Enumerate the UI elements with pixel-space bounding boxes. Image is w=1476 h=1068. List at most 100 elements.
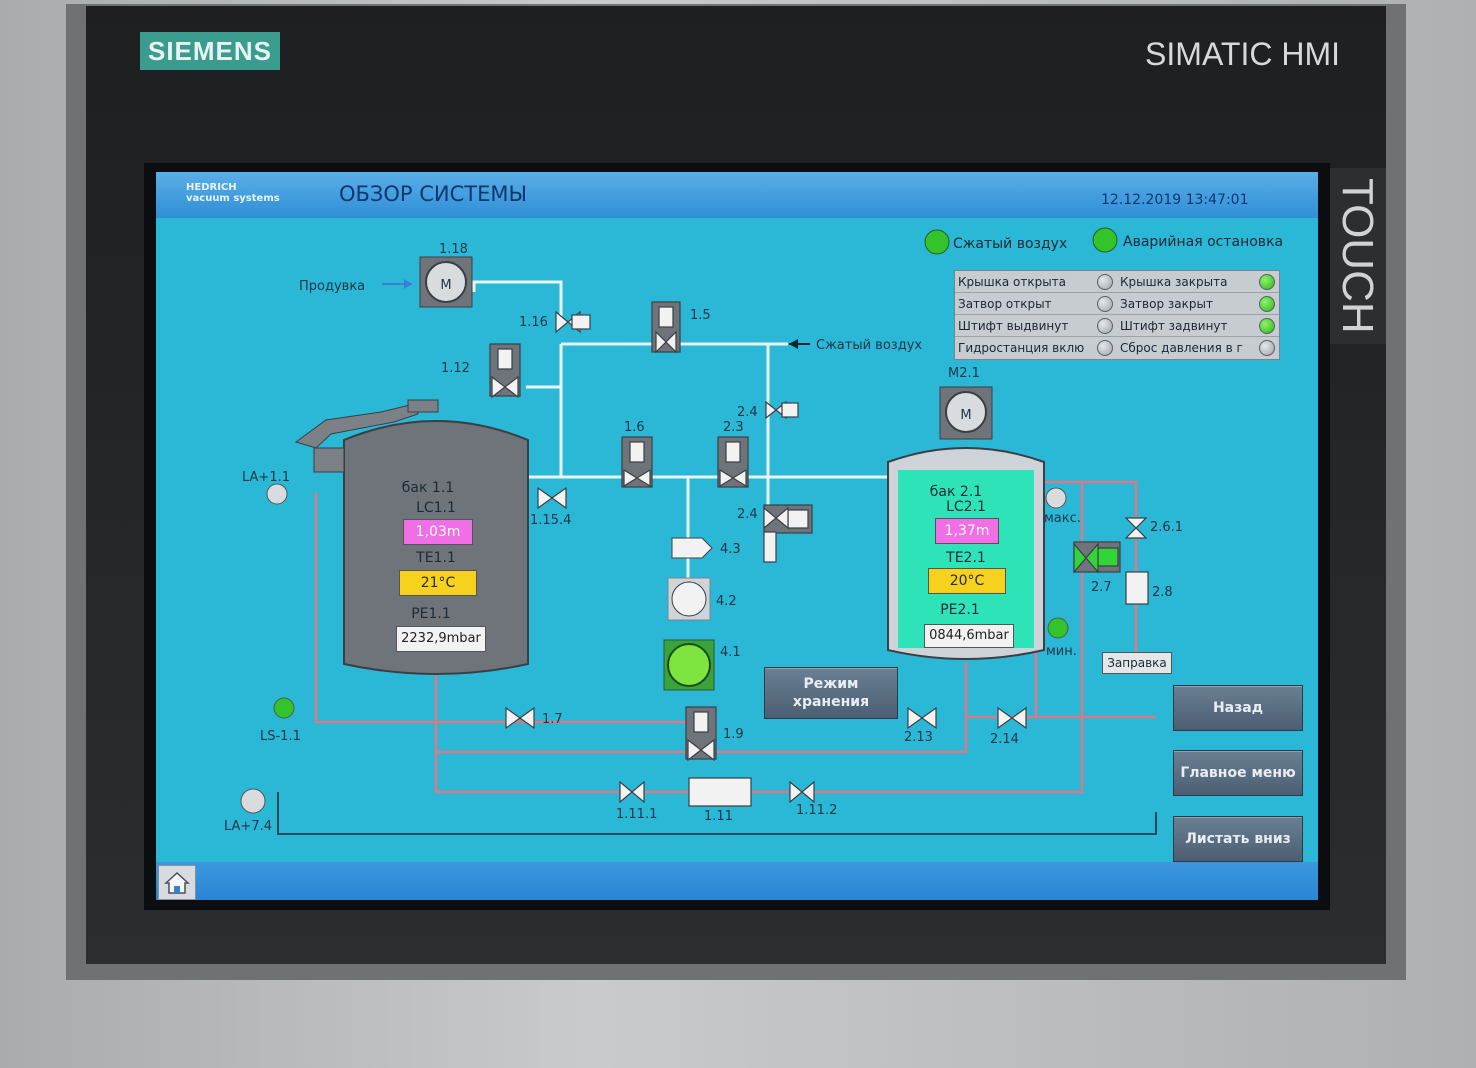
label-2-7: 2.7	[1091, 580, 1112, 595]
status-label: Крышка открыта	[958, 275, 1067, 289]
sensor-min[interactable]	[1047, 617, 1069, 639]
label-2-14: 2.14	[990, 732, 1019, 747]
back-button[interactable]: Назад	[1173, 685, 1303, 731]
valve-1-6[interactable]	[621, 436, 653, 488]
valve-1-11-2[interactable]	[789, 780, 815, 804]
indicator-compressed-air-label: Сжатый воздух	[953, 236, 1068, 252]
status-row-gate-closed: Затвор закрыт	[1117, 293, 1279, 315]
led-compressed-air	[924, 229, 950, 255]
tank1-pressure-value: 2232,9mbar	[396, 626, 486, 652]
home-icon	[164, 871, 190, 894]
status-row-pin-retracted: Штифт задвинут	[1117, 315, 1279, 337]
tank1-temp-value: 21°C	[399, 570, 477, 596]
purge-arrow-head	[404, 279, 412, 289]
status-row-hydraulic-on: Гидростанция вклю	[955, 337, 1117, 359]
valve-2-4-air[interactable]	[765, 400, 799, 420]
filter-2-8[interactable]	[1125, 571, 1149, 605]
storage-mode-button[interactable]: Режим хранения	[764, 667, 898, 719]
valve-1-16[interactable]	[555, 310, 591, 334]
label-2-8: 2.8	[1152, 585, 1173, 600]
tank1-level-tag: LC1.1	[416, 500, 456, 516]
label-m2-1: M2.1	[948, 366, 980, 381]
status-label: Сброс давления в г	[1120, 341, 1243, 355]
label-2-4-air: 2.4	[737, 405, 758, 420]
process-diagram: M 1.18 Продувка M M2.1	[224, 227, 1183, 835]
status-row-pin-extended: Штифт выдвинут	[955, 315, 1117, 337]
tank2-name: бак 2.1	[929, 484, 983, 500]
status-row-gate-open: Затвор открыт	[955, 293, 1117, 315]
valve-2-6-1[interactable]	[1124, 517, 1148, 539]
sensor-ls-1-1[interactable]	[273, 697, 295, 719]
tank2-pressure-tag: PE2.1	[940, 602, 980, 618]
main-menu-button[interactable]: Главное меню	[1173, 750, 1303, 796]
valve-1-11-1[interactable]	[619, 780, 645, 804]
valve-1-12[interactable]	[489, 343, 521, 399]
label-compressed-air: Сжатый воздух	[816, 338, 922, 353]
heat-exchanger-4-3[interactable]	[671, 537, 713, 559]
valve-1-7[interactable]	[505, 706, 535, 730]
valve-1-9[interactable]	[685, 706, 717, 762]
sensor-la-1-1[interactable]	[266, 483, 288, 505]
status-label: Затвор открыт	[958, 297, 1052, 311]
refill-label[interactable]: Заправка	[1102, 652, 1172, 674]
status-led	[1097, 274, 1113, 290]
tank2-temp-tag: TE2.1	[946, 550, 986, 566]
label-1-7: 1.7	[542, 712, 563, 727]
label-max: макс.	[1044, 511, 1081, 526]
valve-1-15-4[interactable]	[537, 486, 567, 510]
label-4-3: 4.3	[720, 542, 741, 557]
header-bar: HEDRICH vacuum systems ОБЗОР СИСТЕМЫ 12.…	[156, 172, 1318, 218]
logo-line1: HEDRICH	[186, 182, 237, 193]
label-1-16: 1.16	[519, 315, 548, 330]
label-4-2: 4.2	[716, 594, 737, 609]
status-row-lid-open: Крышка открыта	[955, 271, 1117, 293]
valve-2-7[interactable]	[1073, 541, 1121, 574]
status-led	[1097, 296, 1113, 312]
sensor-la-7-4[interactable]	[240, 788, 266, 814]
motor-symbol: M	[960, 408, 971, 423]
touch-label: TOUCH	[1328, 168, 1386, 344]
datetime-display: 12.12.2019 13:47:01	[1101, 192, 1249, 208]
label-1-11-2: 1.11.2	[796, 803, 837, 818]
status-panel: Крышка открыта Крышка закрыта Затвор отк…	[954, 270, 1280, 360]
label-2-13: 2.13	[904, 730, 933, 745]
label-la-1-1: LA+1.1	[242, 470, 290, 485]
hmi-brand-label: SIMATIC HMI	[1145, 36, 1340, 72]
motor-1-18[interactable]: M	[419, 256, 473, 308]
status-label: Штифт выдвинут	[958, 319, 1069, 333]
valve-2-13[interactable]	[907, 706, 937, 730]
led-emergency-stop	[1092, 227, 1118, 253]
status-label: Затвор закрыт	[1120, 297, 1213, 311]
status-row-lid-closed: Крышка закрыта	[1117, 271, 1279, 293]
page-title: ОБЗОР СИСТЕМЫ	[339, 182, 528, 206]
status-led	[1259, 340, 1275, 356]
status-label: Крышка закрыта	[1120, 275, 1228, 289]
tank2-temp-value: 20°C	[928, 568, 1006, 594]
scroll-down-button[interactable]: Листать вниз	[1173, 816, 1303, 862]
tank-1-1	[294, 399, 529, 675]
status-led	[1097, 318, 1113, 334]
motor-m2-1[interactable]: M	[939, 386, 993, 440]
hedrich-logo: HEDRICH vacuum systems	[186, 182, 280, 204]
valve-2-4[interactable]	[763, 504, 813, 563]
tank1-pressure-tag: PE1.1	[411, 606, 451, 622]
status-label: Гидростанция вклю	[958, 341, 1085, 355]
label-1-18: 1.18	[439, 242, 468, 257]
status-label: Штифт задвинут	[1120, 319, 1228, 333]
pump-4-1[interactable]	[663, 639, 715, 691]
valve-1-5[interactable]	[651, 301, 681, 354]
valve-2-3[interactable]	[717, 436, 749, 488]
label-1-6: 1.6	[624, 420, 645, 435]
label-1-9: 1.9	[723, 727, 744, 742]
home-button[interactable]	[158, 865, 196, 900]
sensor-max[interactable]	[1045, 487, 1067, 509]
label-la-7-4: LA+7.4	[224, 819, 272, 834]
footer-bar	[156, 862, 1318, 900]
siemens-logo: SIEMENS	[140, 32, 280, 70]
label-1-5: 1.5	[690, 308, 711, 323]
status-led	[1259, 274, 1275, 290]
filter-1-11[interactable]	[688, 777, 752, 807]
pump-4-2[interactable]	[667, 577, 711, 621]
tank1-temp-tag: TE1.1	[416, 550, 456, 566]
valve-2-14[interactable]	[997, 706, 1027, 730]
